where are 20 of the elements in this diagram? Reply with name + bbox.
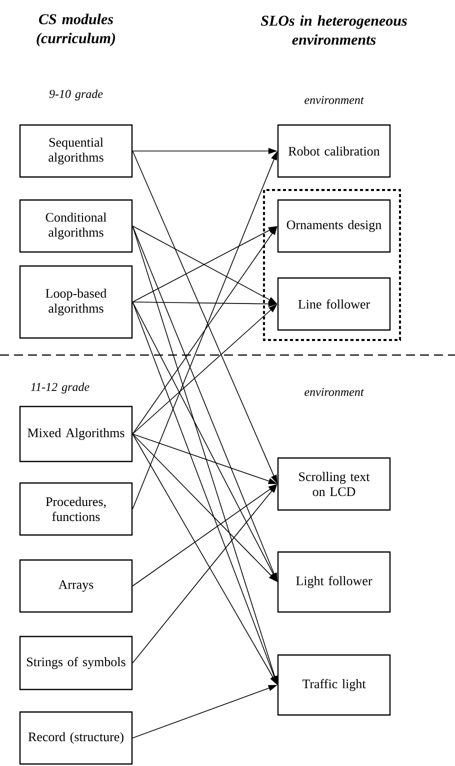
- module-box: Arrays: [19, 559, 133, 613]
- module-box: Strings of symbols: [19, 636, 133, 690]
- module-box: Line follower: [277, 277, 391, 331]
- module-box: Mixed Algorithms: [19, 406, 133, 462]
- module-box: Light follower: [277, 551, 391, 613]
- module-box: Robot calibration: [277, 124, 391, 178]
- module-box: Record (structure): [19, 711, 133, 765]
- section-label: 9-10 grade: [49, 90, 103, 100]
- section-label: environment: [304, 96, 364, 104]
- module-box: Procedures, functions: [19, 482, 133, 536]
- module-box: Ornaments design: [277, 199, 391, 253]
- module-box: Traffic light: [277, 654, 391, 716]
- module-box: Sequential algorithms: [19, 124, 133, 178]
- column-heading: CS modules (curriculum): [36, 14, 116, 46]
- section-label: 11-12 grade: [30, 382, 90, 394]
- module-box: Conditional algorithms: [19, 199, 133, 253]
- column-heading: SLOs in heterogeneous environments: [260, 15, 407, 45]
- module-box: Loop-based algorithms: [19, 265, 133, 339]
- section-label: environment: [304, 388, 364, 396]
- module-box: Scrolling text on LCD: [277, 457, 391, 511]
